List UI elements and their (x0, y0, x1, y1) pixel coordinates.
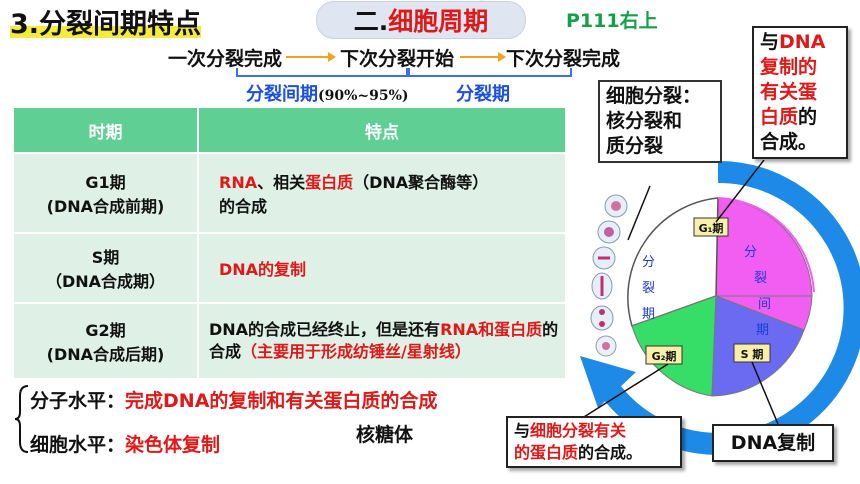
feature-text: 的合成 (209, 320, 559, 361)
phase-name: G2期 (85, 321, 126, 340)
section-title: 细胞周期 (388, 7, 489, 36)
section-prefix: 二. (353, 7, 389, 36)
phase-cell-g1: G1期 (DNA合成前期) (14, 153, 198, 234)
s-label: S 期 (741, 347, 764, 361)
cellular-level: 细胞水平：染色体复制 (30, 430, 220, 457)
interphase-char: 间 (758, 297, 771, 312)
g2-pointer-line (576, 363, 669, 423)
callout-dna-replication: DNA复制 (712, 424, 834, 462)
g2-label: G₂期 (652, 349, 677, 363)
flow-step-1: 一次分裂完成 (168, 48, 283, 70)
callout-text: 细胞分裂： (606, 85, 702, 107)
s-pointer-line (751, 361, 779, 425)
flow-step-2: 下次分裂开始 (340, 48, 455, 70)
phase-sub: （DNA合成期） (45, 272, 166, 291)
feature-text: （DNA聚合酶 (353, 173, 457, 192)
callout-text: DNA (779, 31, 826, 53)
page-reference: P111右上 (566, 10, 658, 32)
flow-step-3: 下次分裂完成 (506, 48, 621, 70)
molecular-label: 分子水平： (30, 390, 126, 412)
feature-text: 蛋白质 (305, 173, 354, 192)
phase-table: 时期 特点 G1期 (DNA合成前期) RNA、相关蛋白质（DNA聚合酶等） 的… (14, 108, 565, 380)
g1-label: G₁期 (699, 221, 724, 235)
phase-sub: (DNA合成前期) (46, 197, 165, 216)
header-phase: 时期 (14, 108, 198, 154)
cycle-arrow-head (580, 356, 636, 408)
feature-text: DNA的复制 (219, 260, 307, 279)
flow-arrow-1 (286, 52, 336, 62)
callout-text: 核分裂和 (606, 110, 683, 132)
callout-text: 有关蛋 (760, 81, 818, 103)
g1-label-box (693, 217, 729, 237)
mitosis-char: 裂 (642, 281, 655, 296)
mitosis-char: 分 (642, 255, 655, 270)
callout-text: 质分裂 (606, 135, 664, 157)
molecular-text: 完成DNA的复制和有关蛋白质的合成 (125, 390, 438, 412)
molecular-level: 分子水平：完成DNA的复制和有关蛋白质的合成 (30, 386, 437, 413)
interphase-char: 分 (744, 245, 757, 260)
flow-arrow-2 (460, 52, 506, 62)
callout-text: 与 (514, 421, 531, 440)
section-pill: 二. 细胞周期 (316, 1, 526, 39)
feature-text: DNA的合成已经终止，但是还有 (209, 320, 441, 339)
callout-text: 的 (798, 106, 818, 128)
interphase-label: 分裂间期(90%~95%) (246, 80, 409, 106)
table-row: S期 （DNA合成期） DNA的复制 (14, 233, 565, 304)
table-header-row: 时期 特点 (14, 108, 565, 154)
table-row: G2期 (DNA合成后期) DNA的合成已经终止，但是还有RNA和蛋白质的合成（… (14, 303, 565, 380)
phase-name: G1期 (85, 173, 126, 192)
phase-cell-s: S期 （DNA合成期） (14, 233, 198, 304)
feature-cell-g2: DNA的合成已经终止，但是还有RNA和蛋白质的合成（主要用于形成纺锤丝/星射线） (197, 303, 565, 380)
feature-text: 、相关 (257, 173, 306, 192)
feature-cell-g1: RNA、相关蛋白质（DNA聚合酶等） 的合成 (197, 153, 565, 234)
feature-text: （主要用于形成纺锤丝/星射线） (241, 342, 471, 361)
callout-text: 白质 (760, 106, 799, 128)
interphase-char: 期 (756, 323, 769, 338)
table-row: G1期 (DNA合成前期) RNA、相关蛋白质（DNA聚合酶等） 的合成 (14, 153, 565, 234)
callout-top-right: 与DNA 复制的 有关蛋 白质的 合成。 (752, 26, 848, 159)
feature-text: 的合成 (219, 197, 268, 216)
dividing-cells-icon (590, 194, 628, 357)
phase-name: S期 (91, 248, 120, 267)
cellular-label: 细胞水平： (30, 434, 126, 456)
interphase-label-text: 分裂间期 (246, 84, 318, 105)
mitosis-char: 期 (642, 307, 655, 322)
interphase-percent: (90%~95%) (318, 88, 409, 104)
ribosome-note: 核糖体 (356, 424, 414, 446)
phase-cell-g2: G2期 (DNA合成后期) (14, 303, 198, 380)
callout-text: 的蛋白质 (514, 443, 579, 462)
phase-sub: (DNA合成后期) (46, 345, 165, 364)
callout-text: 细胞分裂有关 (530, 421, 627, 440)
callout-division: 细胞分裂： 核分裂和 质分裂 (598, 80, 722, 163)
callout-text: 合成。 (760, 131, 818, 153)
callout-bottom: 与细胞分裂有关 的蛋白质的合成。 (506, 416, 682, 468)
cell-cycle-diagram: G₁期 G₂期 S 期 分 裂 间 期 分 裂 期 (576, 160, 860, 455)
feature-text: RNA (219, 173, 258, 192)
g1-pointer-line (715, 160, 765, 223)
curly-brace-icon (14, 385, 29, 453)
feature-text: RNA (440, 320, 479, 339)
header-feature: 特点 (197, 108, 565, 154)
mitosis-label: 分裂期 (456, 84, 510, 105)
g2-label-box (645, 345, 683, 365)
interphase-char: 裂 (754, 271, 767, 286)
slide-title: 3.分裂间期特点 (10, 2, 202, 41)
cellular-text: 染色体复制 (125, 434, 221, 456)
callout-text: 与 (760, 31, 780, 53)
feature-cell-s: DNA的复制 (197, 233, 565, 304)
callout-text: 复制的 (760, 56, 818, 78)
mitosis-bracket (408, 68, 572, 77)
feature-text: 和蛋白质 (478, 320, 543, 339)
division-pointer-line (627, 185, 651, 241)
callout-text: 的合成。 (578, 443, 643, 462)
feature-text: 等） (456, 173, 489, 192)
interphase-bracket (236, 68, 408, 77)
